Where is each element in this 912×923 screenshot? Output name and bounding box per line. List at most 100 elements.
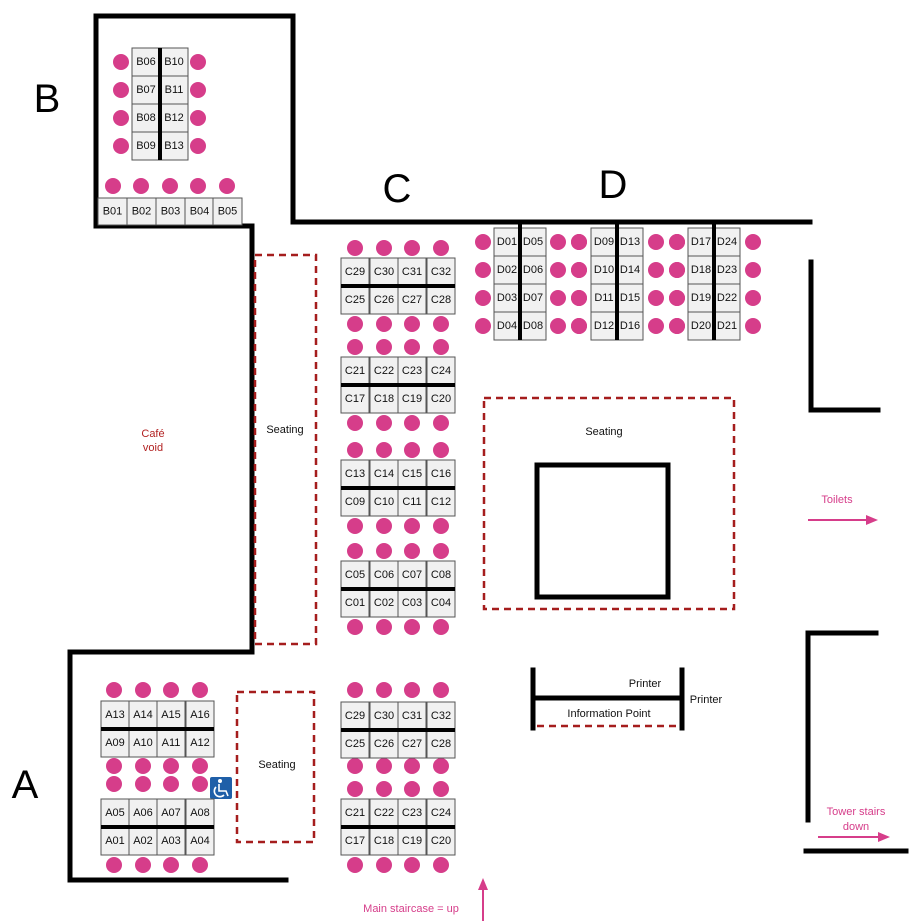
seat[interactable]	[433, 857, 449, 873]
seat[interactable]	[135, 758, 151, 774]
seat[interactable]	[347, 518, 363, 534]
desk-d24[interactable]: D24	[713, 227, 741, 257]
seat[interactable]	[550, 290, 566, 306]
desk-c23[interactable]: C23	[397, 356, 427, 386]
seat[interactable]	[475, 318, 491, 334]
seat[interactable]	[433, 543, 449, 559]
seat[interactable]	[376, 857, 392, 873]
desk-a06[interactable]: A06	[128, 798, 158, 828]
desk-d05[interactable]: D05	[519, 227, 547, 257]
seat[interactable]	[106, 758, 122, 774]
desk-c19[interactable]: C19	[397, 384, 427, 414]
seat[interactable]	[376, 442, 392, 458]
seat[interactable]	[347, 857, 363, 873]
seat[interactable]	[404, 857, 420, 873]
desk-c32[interactable]: C32	[426, 701, 456, 731]
seat[interactable]	[376, 758, 392, 774]
tower-stairs-arrow-icon[interactable]	[818, 832, 890, 842]
seat[interactable]	[550, 318, 566, 334]
seat[interactable]	[404, 442, 420, 458]
seat[interactable]	[433, 339, 449, 355]
seat[interactable]	[347, 442, 363, 458]
desk-d07[interactable]: D07	[519, 283, 547, 313]
desk-c19[interactable]: C19	[397, 826, 427, 856]
desk-a04[interactable]: A04	[185, 826, 215, 856]
desk-c09[interactable]: C09	[340, 487, 370, 517]
seat[interactable]	[745, 318, 761, 334]
desk-a03[interactable]: A03	[156, 826, 186, 856]
desk-c08[interactable]: C08	[426, 560, 456, 590]
desk-d06[interactable]: D06	[519, 255, 547, 285]
desk-b13[interactable]: B13	[159, 131, 189, 161]
seat[interactable]	[347, 543, 363, 559]
desk-c31[interactable]: C31	[397, 257, 427, 287]
desk-c18[interactable]: C18	[369, 826, 399, 856]
seat[interactable]	[669, 234, 685, 250]
seat[interactable]	[192, 758, 208, 774]
desk-c20[interactable]: C20	[426, 384, 456, 414]
seat[interactable]	[404, 619, 420, 635]
seat[interactable]	[475, 262, 491, 278]
desk-d04[interactable]: D04	[493, 311, 521, 341]
seat[interactable]	[376, 682, 392, 698]
desk-c03[interactable]: C03	[397, 588, 427, 618]
desk-a08[interactable]: A08	[185, 798, 215, 828]
seat[interactable]	[163, 857, 179, 873]
desk-d22[interactable]: D22	[713, 283, 741, 313]
desk-b03[interactable]: B03	[155, 197, 186, 226]
seat[interactable]	[347, 758, 363, 774]
toilets-arrow-icon[interactable]	[808, 515, 878, 525]
desk-c30[interactable]: C30	[369, 257, 399, 287]
seat[interactable]	[550, 234, 566, 250]
desk-d02[interactable]: D02	[493, 255, 521, 285]
seat[interactable]	[192, 682, 208, 698]
seat[interactable]	[190, 110, 206, 126]
desk-b02[interactable]: B02	[126, 197, 157, 226]
seat[interactable]	[404, 240, 420, 256]
desk-c31[interactable]: C31	[397, 701, 427, 731]
desk-c22[interactable]: C22	[369, 798, 399, 828]
seat[interactable]	[376, 781, 392, 797]
seat[interactable]	[347, 781, 363, 797]
desk-c29[interactable]: C29	[340, 257, 370, 287]
seat[interactable]	[376, 240, 392, 256]
desk-c02[interactable]: C02	[369, 588, 399, 618]
seat[interactable]	[745, 290, 761, 306]
desk-c28[interactable]: C28	[426, 285, 456, 315]
seat[interactable]	[550, 262, 566, 278]
seat[interactable]	[648, 234, 664, 250]
seat[interactable]	[135, 682, 151, 698]
seat[interactable]	[433, 781, 449, 797]
desk-a09[interactable]: A09	[100, 728, 130, 758]
desk-c16[interactable]: C16	[426, 459, 456, 489]
seat[interactable]	[433, 619, 449, 635]
desk-a02[interactable]: A02	[128, 826, 158, 856]
seat[interactable]	[669, 262, 685, 278]
seat[interactable]	[113, 54, 129, 70]
desk-b04[interactable]: B04	[184, 197, 215, 226]
desk-b08[interactable]: B08	[131, 103, 161, 133]
seat[interactable]	[404, 316, 420, 332]
seat[interactable]	[113, 82, 129, 98]
seat[interactable]	[113, 110, 129, 126]
desk-c26[interactable]: C26	[369, 729, 399, 759]
desk-d03[interactable]: D03	[493, 283, 521, 313]
seat[interactable]	[571, 318, 587, 334]
seat[interactable]	[433, 316, 449, 332]
desk-a01[interactable]: A01	[100, 826, 130, 856]
seat[interactable]	[376, 543, 392, 559]
desk-a11[interactable]: A11	[156, 728, 186, 758]
desk-c27[interactable]: C27	[397, 285, 427, 315]
desk-b12[interactable]: B12	[159, 103, 189, 133]
desk-c01[interactable]: C01	[340, 588, 370, 618]
seat[interactable]	[648, 290, 664, 306]
desk-d20[interactable]: D20	[687, 311, 715, 341]
desk-c25[interactable]: C25	[340, 285, 370, 315]
desk-c28[interactable]: C28	[426, 729, 456, 759]
desk-d15[interactable]: D15	[616, 283, 644, 313]
seat[interactable]	[433, 415, 449, 431]
seat[interactable]	[571, 234, 587, 250]
desk-d10[interactable]: D10	[590, 255, 618, 285]
seat[interactable]	[376, 415, 392, 431]
desk-b01[interactable]: B01	[97, 197, 128, 226]
